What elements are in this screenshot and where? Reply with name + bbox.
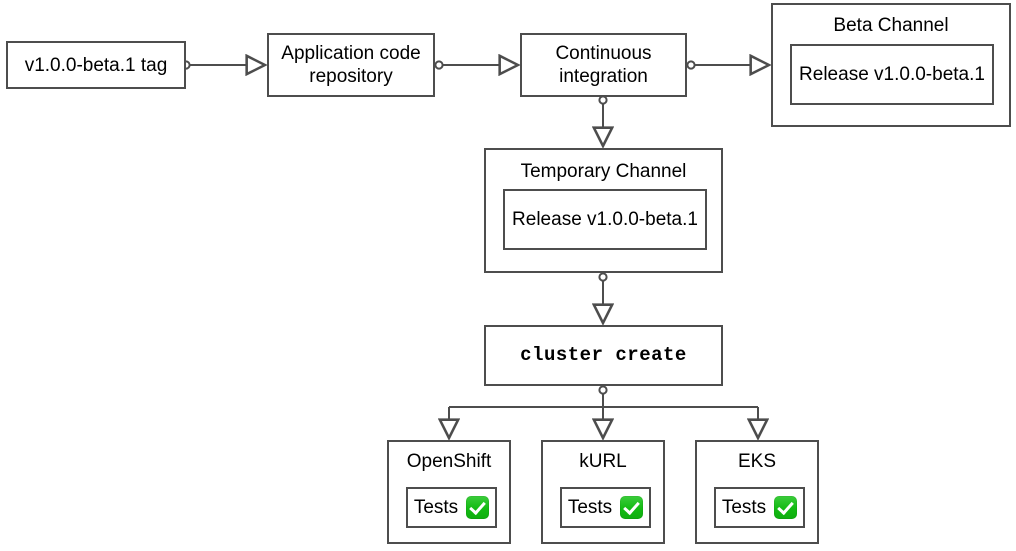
kurl-tests-row: Tests: [567, 496, 644, 519]
group-openshift[interactable]: OpenShift Tests: [387, 440, 511, 544]
node-application-code-repository[interactable]: Application code repository: [267, 33, 435, 97]
node-cluster-create-label: cluster create: [520, 344, 687, 366]
beta-channel-release-box[interactable]: Release v1.0.0-beta.1: [790, 44, 994, 105]
edge-source-dot: [598, 272, 608, 282]
eks-tests-label: Tests: [721, 496, 767, 518]
group-openshift-title: OpenShift: [406, 451, 492, 472]
eks-tests-box[interactable]: Tests: [714, 487, 805, 528]
kurl-tests-box[interactable]: Tests: [560, 487, 651, 528]
node-tag-label: v1.0.0-beta.1 tag: [24, 54, 168, 76]
node-tag[interactable]: v1.0.0-beta.1 tag: [6, 41, 186, 89]
green-check-icon: [466, 496, 490, 519]
group-eks-title: EKS: [737, 451, 777, 472]
beta-channel-release-label: Release v1.0.0-beta.1: [799, 63, 985, 85]
openshift-tests-box[interactable]: Tests: [406, 487, 497, 528]
group-temporary-channel[interactable]: Temporary Channel Release v1.0.0-beta.1: [484, 148, 723, 273]
group-beta-channel-title: Beta Channel: [833, 15, 949, 36]
openshift-tests-row: Tests: [413, 496, 490, 519]
group-kurl[interactable]: kURL Tests: [541, 440, 665, 544]
edge-source-dot: [598, 95, 608, 105]
group-temporary-channel-title: Temporary Channel: [520, 161, 687, 182]
edge-source-dot: [686, 60, 696, 70]
node-continuous-integration[interactable]: Continuous integration: [520, 33, 687, 97]
edge-source-dot: [434, 60, 444, 70]
node-application-code-repository-label: Application code repository: [281, 43, 421, 87]
temporary-channel-release-box[interactable]: Release v1.0.0-beta.1: [503, 189, 707, 250]
kurl-tests-label: Tests: [567, 496, 613, 518]
temporary-channel-release-label: Release v1.0.0-beta.1: [512, 208, 698, 230]
green-check-icon: [620, 496, 644, 519]
node-continuous-integration-label: Continuous integration: [555, 43, 652, 87]
group-beta-channel[interactable]: Beta Channel Release v1.0.0-beta.1: [771, 3, 1011, 127]
eks-tests-row: Tests: [721, 496, 798, 519]
green-check-icon: [774, 496, 798, 519]
openshift-tests-label: Tests: [413, 496, 459, 518]
node-cluster-create[interactable]: cluster create: [484, 325, 723, 386]
group-kurl-title: kURL: [579, 451, 627, 472]
group-eks[interactable]: EKS Tests: [695, 440, 819, 544]
edge-source-dot: [598, 385, 608, 395]
